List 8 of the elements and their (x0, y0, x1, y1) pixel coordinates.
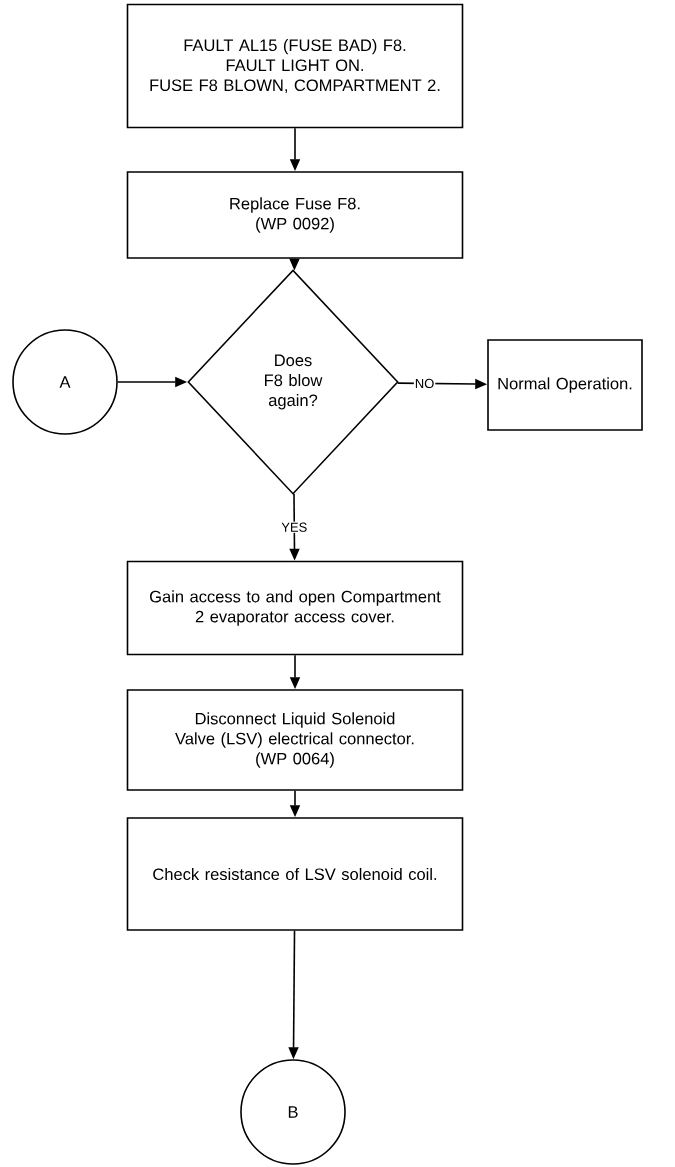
process-box: Gain access to and open Compartment 2 evaporator access cover. (126, 560, 464, 656)
edge-label: YES (280, 521, 309, 533)
process-box: Normal Operation. (487, 339, 643, 431)
process-box: FAULT AL15 (FUSE BAD) F8. FAULT LIGHT ON. FUSE F8 BLOWN, COMPARTMENT 2. (126, 3, 464, 129)
process-box: Check resistance of LSV solenoid coil. (126, 817, 464, 931)
process-box: Disconnect Liquid Solenoid Valve (LSV) electrical connector. (WP 0064) (126, 689, 464, 791)
edge-label: NO (413, 377, 436, 390)
process-box: Replace Fuse F8. (WP 0092) (126, 171, 464, 259)
